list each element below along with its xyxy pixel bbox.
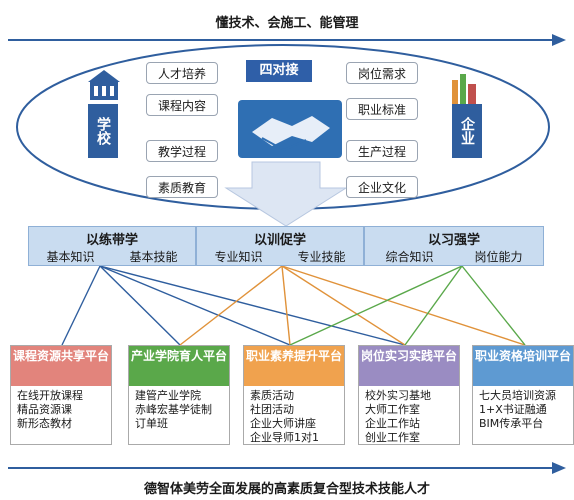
platform-item: BIM传承平台 [479,417,544,430]
factory-icon [452,74,476,104]
left-entity: 学校 [88,104,118,158]
center-label: 四对接 [246,60,312,82]
mode-box-internship: 以习强学 综合知识 岗位能力 [364,226,544,266]
mode-item: 岗位能力 [474,250,523,264]
platform-professional-quality: 职业素养提升平台 素质活动 社团活动 企业大师讲座 企业导师1对1 [243,345,345,445]
school-building-icon [88,70,120,100]
right-entity: 企业 [452,104,482,158]
platform-item: 七大员培训资源 [479,389,556,402]
platform-item: 建管产业学院 [135,389,201,402]
top-arrow-head [552,34,566,46]
platform-internship-practice: 岗位实习实践平台 校外实习基地 大师工作室 企业工作站 创业工作室 [358,345,460,445]
platform-item: 大师工作室 [365,403,420,416]
mode-title: 以训促学 [253,233,306,248]
mode-title: 以练带学 [85,233,138,248]
left-item: 课程内容 [146,94,218,116]
platform-title: 岗位实习实践平台 [359,346,459,386]
platform-qualification-training: 职业资格培训平台 七大员培训资源 1+X书证融通 BIM传承平台 [472,345,574,445]
left-item: 教学过程 [146,140,218,162]
mode-box-practice: 以练带学 基本知识 基本技能 [28,226,196,266]
platform-item: 赤峰宏基学徒制 [135,403,212,416]
mode-title: 以习强学 [427,233,480,248]
right-item: 生产过程 [346,140,418,162]
platform-item: 企业工作站 [365,417,420,430]
mode-item: 基本技能 [129,250,178,264]
platform-item: 1+X书证融通 [479,403,547,416]
platform-item: 新形态教材 [17,417,72,430]
left-item: 素质教育 [146,176,218,198]
platform-title: 职业资格培训平台 [473,346,573,386]
mode-item: 综合知识 [385,250,434,264]
right-item: 职业标准 [346,98,418,120]
right-item: 岗位需求 [346,62,418,84]
down-arrow [224,161,348,227]
platform-item: 企业大师讲座 [250,417,316,430]
right-item: 企业文化 [346,176,418,198]
platform-title: 课程资源共享平台 [11,346,111,386]
platform-item: 校外实习基地 [365,389,431,402]
mode-item: 基本知识 [46,250,95,264]
platform-title: 职业素养提升平台 [244,346,344,386]
platform-item: 社团活动 [250,403,294,416]
platform-item: 创业工作室 [365,431,420,444]
bottom-arrow-head [552,462,566,474]
mode-item: 专业知识 [214,250,263,264]
platform-industry-college: 产业学院育人平台 建管产业学院 赤峰宏基学徒制 订单班 [128,345,230,445]
platform-item: 在线开放课程 [17,389,83,402]
platform-item: 精品资源课 [17,403,72,416]
platform-title: 产业学院育人平台 [129,346,229,386]
top-title: 懂技术、会施工、能管理 [215,16,359,31]
left-item: 人才培养 [146,62,218,84]
bottom-title: 德智体美劳全面发展的高素质复合型技术技能人才 [143,482,430,497]
mode-box-training: 以训促学 专业知识 专业技能 [196,226,364,266]
platform-item: 订单班 [135,417,168,430]
platform-item: 素质活动 [250,389,294,402]
handshake-icon [238,100,342,158]
mode-item: 专业技能 [297,250,346,264]
platform-item: 企业导师1对1 [250,431,319,444]
platform-course-resources: 课程资源共享平台 在线开放课程 精品资源课 新形态教材 [10,345,112,445]
